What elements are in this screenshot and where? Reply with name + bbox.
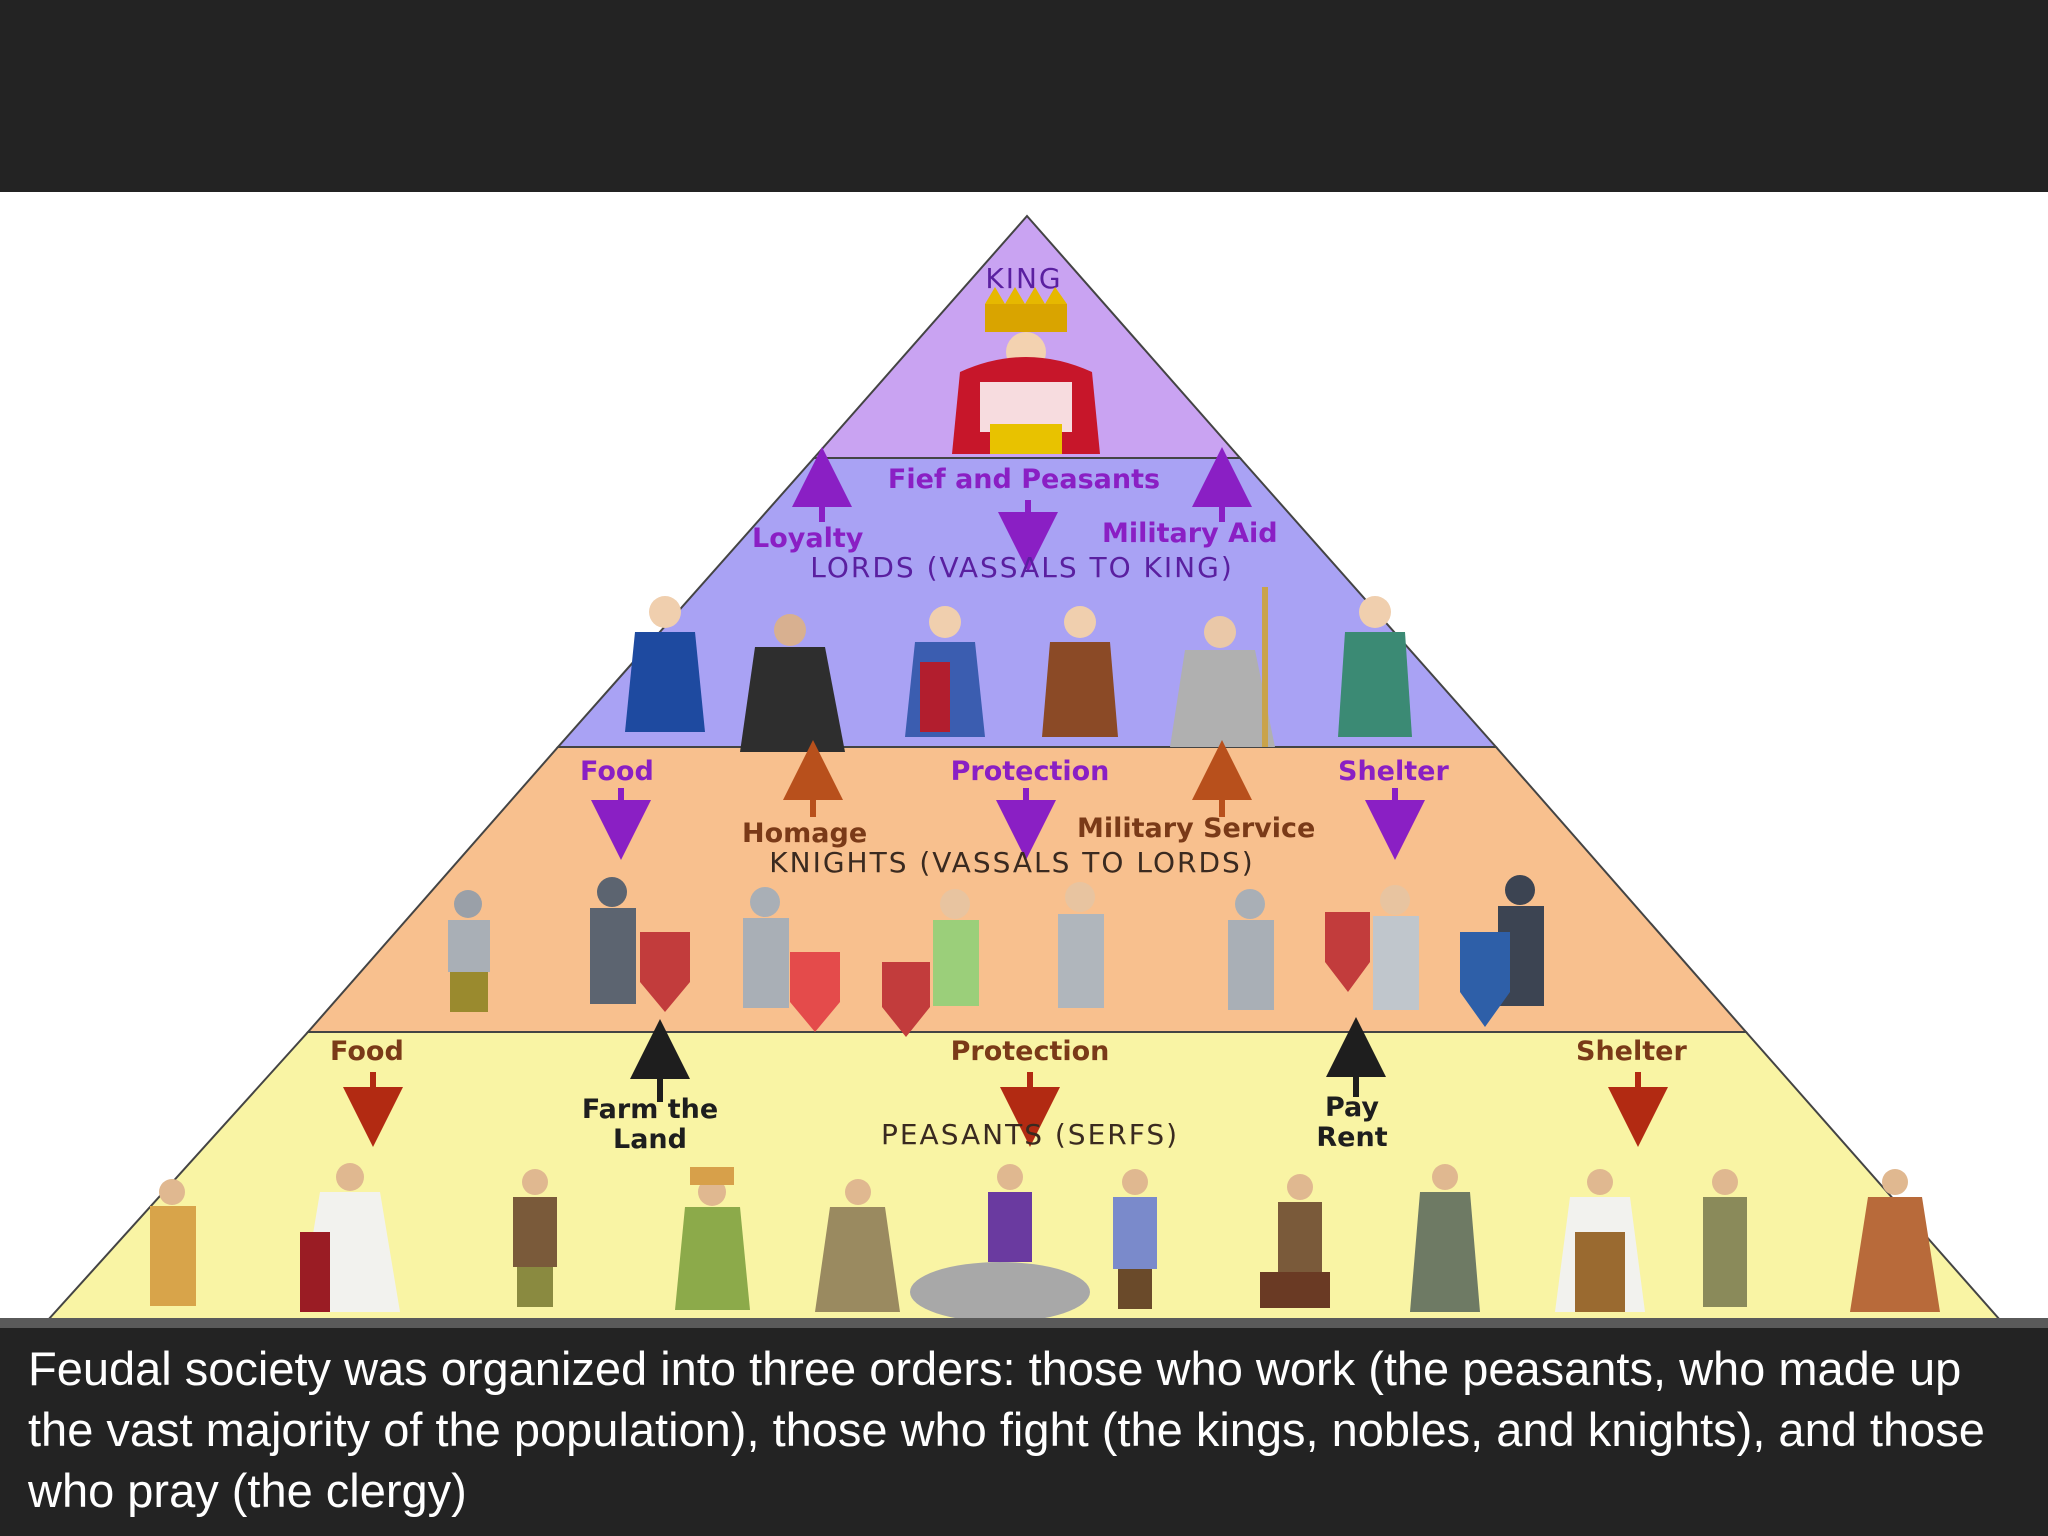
lord-figure xyxy=(1338,596,1412,737)
lord-figure xyxy=(905,606,985,737)
peasant-figure xyxy=(1410,1164,1480,1312)
knight-figure xyxy=(1058,882,1104,1008)
knights-down-left-label: Food xyxy=(580,756,654,787)
knight-figure xyxy=(590,877,690,1012)
peasant-figure xyxy=(150,1179,196,1306)
knights-figures xyxy=(448,875,1544,1037)
peasants-down-left-label: Food xyxy=(330,1036,404,1067)
peasant-figure xyxy=(300,1163,400,1312)
peasant-figure xyxy=(513,1169,557,1307)
lords-up-right-label: Military Aid xyxy=(1102,518,1278,549)
peasant-figure xyxy=(1113,1169,1157,1309)
peasants-up-left-label-line2: Land xyxy=(613,1124,687,1155)
lords-top-center-label: Fief and Peasants xyxy=(888,464,1160,495)
peasants-title: PEASANTS (SERFS) xyxy=(881,1118,1179,1151)
clergy-figure xyxy=(740,614,845,752)
knights-down-center-label: Protection xyxy=(951,756,1110,787)
peasants-down-right-label: Shelter xyxy=(1576,1036,1687,1067)
knight-figure xyxy=(1460,875,1544,1027)
bishop-figure xyxy=(1170,587,1275,747)
feudal-pyramid: KING Fief and Peasants Loyalty Military … xyxy=(45,214,2003,1322)
peasants-up-left-label-line1: Farm the xyxy=(582,1094,718,1125)
knight-figure xyxy=(882,889,979,1037)
caption-text: Feudal society was organized into three … xyxy=(28,1342,1985,1517)
diagram-area: KING Fief and Peasants Loyalty Military … xyxy=(0,192,2048,1328)
knights-title: KNIGHTS (VASSALS TO LORDS) xyxy=(769,846,1254,879)
top-bar xyxy=(0,0,2048,192)
peasant-figure xyxy=(1703,1169,1747,1307)
king-figure xyxy=(952,287,1100,454)
knight-figure xyxy=(448,890,490,1012)
peasants-up-right-label-line1: Pay xyxy=(1325,1092,1379,1123)
peasant-figure xyxy=(675,1167,750,1310)
lord-figure xyxy=(1042,606,1118,737)
knight-figure xyxy=(1325,885,1419,1010)
peasant-figure xyxy=(1555,1169,1645,1312)
peasants-down-center-label: Protection xyxy=(951,1036,1110,1067)
lords-up-left-label: Loyalty xyxy=(752,523,864,554)
peasants-up-right-label-line2: Rent xyxy=(1316,1122,1387,1153)
lord-figure xyxy=(625,596,705,732)
peasants-figures xyxy=(150,1163,1940,1322)
knight-figure xyxy=(743,887,840,1032)
king-title: KING xyxy=(985,262,1062,295)
lords-title: LORDS (VASSALS TO KING) xyxy=(810,551,1234,584)
peasant-figure xyxy=(815,1179,900,1312)
peasant-figure xyxy=(1260,1174,1330,1308)
lords-figures xyxy=(625,587,1412,752)
caption-bar: Feudal society was organized into three … xyxy=(0,1328,2048,1536)
peasant-figure xyxy=(910,1164,1090,1322)
peasant-figure xyxy=(1850,1169,1940,1312)
knights-up-left-label: Homage xyxy=(742,818,867,849)
knight-figure xyxy=(1228,889,1274,1010)
knights-up-right-label: Military Service xyxy=(1077,813,1315,844)
knights-down-right-label: Shelter xyxy=(1338,756,1449,787)
